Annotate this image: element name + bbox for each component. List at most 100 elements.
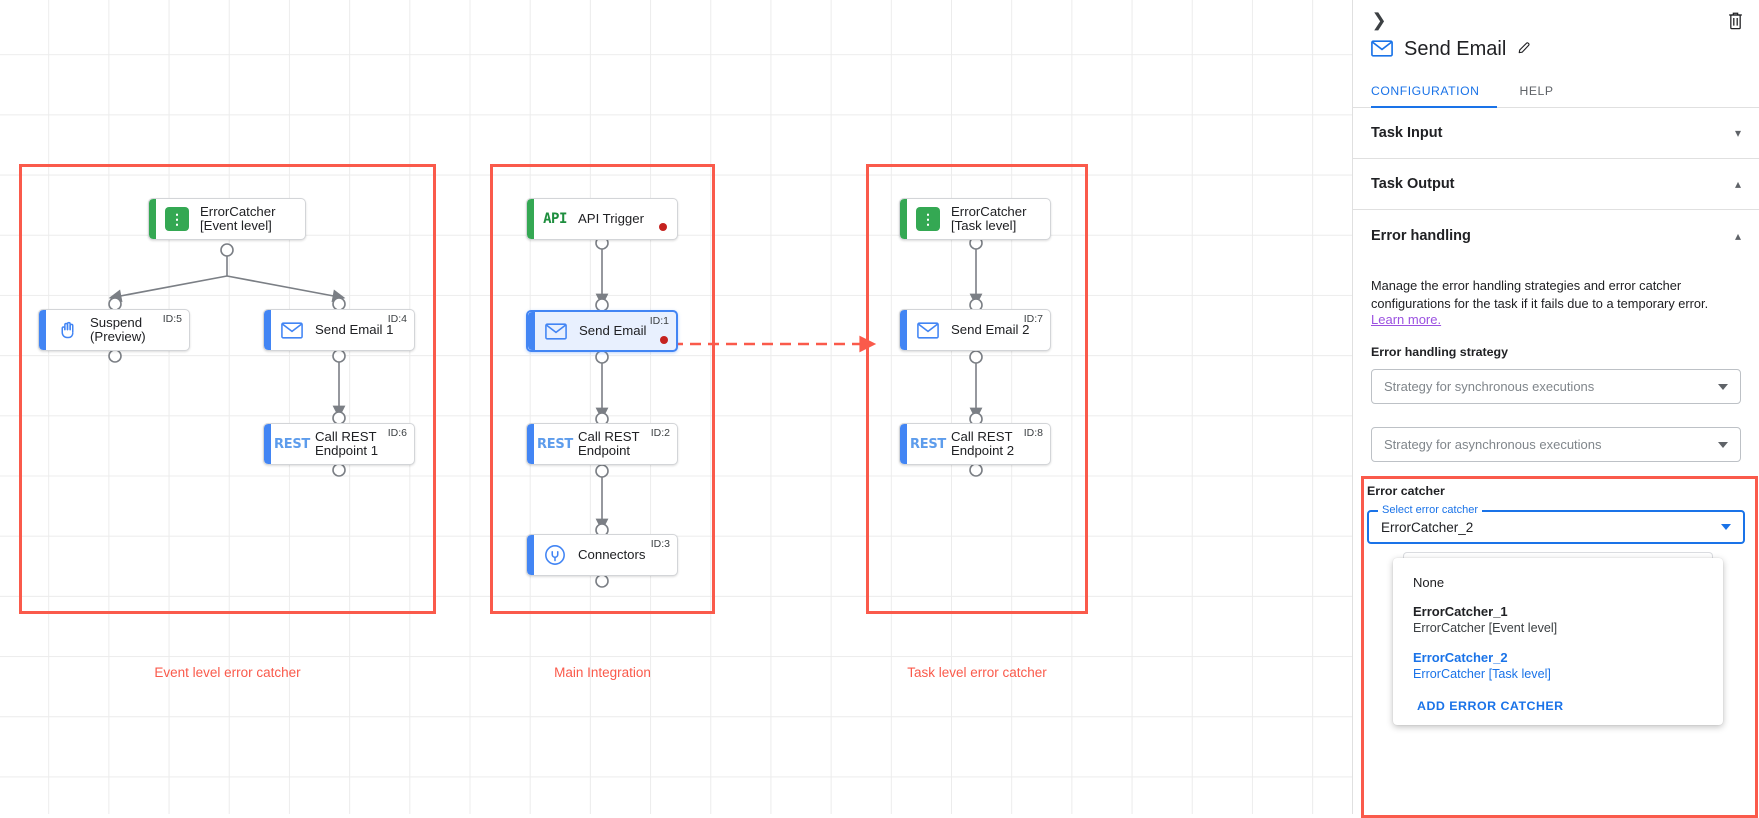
error-handling-description: Manage the error handling strategies and… — [1371, 278, 1709, 311]
node-send-email-1[interactable]: Send Email 1 ID:4 — [263, 309, 415, 351]
rest-icon-text: REST — [274, 436, 310, 452]
chevron-down-icon: ▾ — [1734, 126, 1741, 140]
section-task-output[interactable]: Task Output ▴ — [1353, 159, 1759, 210]
node-id: ID:3 — [650, 538, 670, 550]
node-accent-bar — [527, 199, 534, 239]
node-errorcatcher-task-level[interactable]: ⋮ ErrorCatcher [Task level] — [899, 198, 1051, 240]
error-catcher-icon: ⋮ — [911, 207, 945, 231]
node-suspend[interactable]: Suspend (Preview) ID:5 — [38, 309, 190, 351]
rest-icon: REST — [537, 436, 573, 452]
error-indicator-dot — [660, 336, 668, 344]
chevron-down-icon — [1718, 383, 1728, 390]
sync-strategy-select[interactable]: Strategy for synchronous executions — [1371, 369, 1741, 404]
node-id: ID:4 — [387, 313, 407, 325]
chevron-down-icon — [1721, 524, 1731, 530]
option-primary: ErrorCatcher_1 — [1413, 604, 1508, 619]
error-indicator-dot — [659, 223, 667, 231]
node-label: Suspend (Preview) — [90, 315, 146, 344]
node-id: ID:7 — [1023, 313, 1043, 325]
sync-strategy-value: Strategy for synchronous executions — [1384, 379, 1595, 394]
node-accent-bar — [900, 424, 907, 464]
envelope-icon — [275, 321, 309, 339]
node-label: Call REST Endpoint — [578, 429, 640, 458]
rest-icon: REST — [274, 436, 310, 452]
node-call-rest-endpoint-2[interactable]: REST Call REST Endpoint 2 ID:8 — [899, 423, 1051, 465]
error-catcher-dropdown-menu[interactable]: None ErrorCatcher_1 ErrorCatcher [Event … — [1393, 558, 1723, 725]
node-call-rest-endpoint-1[interactable]: REST Call REST Endpoint 1 ID:6 — [263, 423, 415, 465]
chevron-up-icon: ▴ — [1734, 177, 1741, 191]
node-errorcatcher-event-level[interactable]: ⋮ ErrorCatcher [Event level] — [148, 198, 306, 240]
dropdown-option-none[interactable]: None — [1393, 568, 1723, 597]
trash-icon[interactable] — [1723, 8, 1747, 32]
error-catcher-float-label: Select error catcher — [1378, 504, 1482, 516]
node-label: API Trigger — [578, 211, 644, 226]
error-catcher-icon: ⋮ — [160, 207, 194, 231]
node-send-email-2[interactable]: Send Email 2 ID:7 — [899, 309, 1051, 351]
node-accent-bar — [900, 199, 907, 239]
workflow-canvas[interactable]: Event level error catcher Main Integrati… — [0, 0, 1352, 814]
node-label: Send Email 2 — [951, 322, 1030, 337]
tab-help[interactable]: HELP — [1519, 84, 1554, 98]
chevron-right-icon[interactable]: ❯ — [1371, 9, 1387, 30]
dropdown-option-errorcatcher-2[interactable]: ErrorCatcher_2 ErrorCatcher [Task level] — [1393, 643, 1723, 689]
envelope-icon — [911, 321, 945, 339]
section-label: Error handling — [1371, 227, 1471, 244]
node-id: ID:8 — [1023, 427, 1043, 439]
section-error-handling[interactable]: Error handling ▴ — [1353, 210, 1759, 261]
node-accent-bar — [527, 535, 534, 575]
group-label-main-integration: Main Integration — [554, 665, 651, 680]
learn-more-link[interactable]: Learn more. — [1371, 312, 1442, 327]
node-accent-bar — [39, 310, 46, 350]
option-secondary: ErrorCatcher [Event level] — [1413, 621, 1558, 635]
node-api-trigger[interactable]: API API Trigger — [526, 198, 678, 240]
panel-title-row: Send Email — [1371, 38, 1532, 61]
rest-icon: REST — [910, 436, 946, 452]
node-id: ID:2 — [650, 427, 670, 439]
section-label: Task Output — [1371, 176, 1455, 192]
section-task-input[interactable]: Task Input ▾ — [1353, 108, 1759, 159]
node-label: Call REST Endpoint 2 — [951, 429, 1015, 458]
node-connectors[interactable]: Connectors ID:3 — [526, 534, 678, 576]
async-strategy-select[interactable]: Strategy for asynchronous executions — [1371, 427, 1741, 462]
connectors-icon — [538, 544, 572, 566]
panel-tabs: CONFIGURATION HELP — [1353, 80, 1759, 108]
pencil-icon[interactable] — [1517, 41, 1532, 59]
page-title: Send Email — [1404, 38, 1507, 60]
error-catcher-select[interactable]: Select error catcher ErrorCatcher_2 — [1367, 504, 1745, 544]
error-catcher-heading: Error catcher — [1367, 484, 1445, 498]
group-label-task-level: Task level error catcher — [907, 665, 1047, 680]
envelope-icon — [539, 322, 573, 340]
node-accent-bar — [900, 310, 907, 350]
node-accent-bar — [149, 199, 156, 239]
envelope-icon — [1371, 39, 1393, 60]
rest-icon-text: REST — [537, 436, 573, 452]
node-accent-bar — [264, 424, 271, 464]
async-strategy-value: Strategy for asynchronous executions — [1384, 437, 1602, 452]
node-call-rest-endpoint[interactable]: REST Call REST Endpoint ID:2 — [526, 423, 678, 465]
node-send-email[interactable]: Send Email ID:1 — [526, 310, 678, 352]
rest-icon-text: REST — [910, 436, 946, 452]
chevron-up-icon: ▴ — [1734, 228, 1741, 243]
node-label: Call REST Endpoint 1 — [315, 429, 379, 458]
node-id: ID:5 — [162, 313, 182, 325]
node-label: Send Email — [579, 323, 647, 338]
error-handling-body: Manage the error handling strategies and… — [1353, 261, 1759, 462]
dropdown-option-errorcatcher-1[interactable]: ErrorCatcher_1 ErrorCatcher [Event level… — [1393, 597, 1723, 643]
node-accent-bar — [528, 312, 535, 350]
error-catcher-value: ErrorCatcher_2 — [1381, 519, 1474, 535]
group-box-task-level — [866, 164, 1088, 614]
chevron-down-icon — [1718, 441, 1728, 448]
node-id: ID:6 — [387, 427, 407, 439]
add-error-catcher-button[interactable]: ADD ERROR CATCHER — [1417, 699, 1564, 713]
node-label: Send Email 1 — [315, 322, 394, 337]
panel-header: ❯ Send Email — [1353, 0, 1759, 78]
option-secondary: ErrorCatcher [Task level] — [1413, 667, 1551, 681]
api-icon: API — [538, 211, 572, 227]
hand-icon — [50, 320, 84, 341]
error-handling-strategy-label: Error handling strategy — [1371, 345, 1509, 359]
api-icon-text: API — [543, 211, 567, 227]
tab-configuration[interactable]: CONFIGURATION — [1371, 80, 1498, 108]
option-primary: ErrorCatcher_2 — [1413, 650, 1508, 665]
node-accent-bar — [527, 424, 534, 464]
group-label-event-level: Event level error catcher — [154, 665, 301, 680]
